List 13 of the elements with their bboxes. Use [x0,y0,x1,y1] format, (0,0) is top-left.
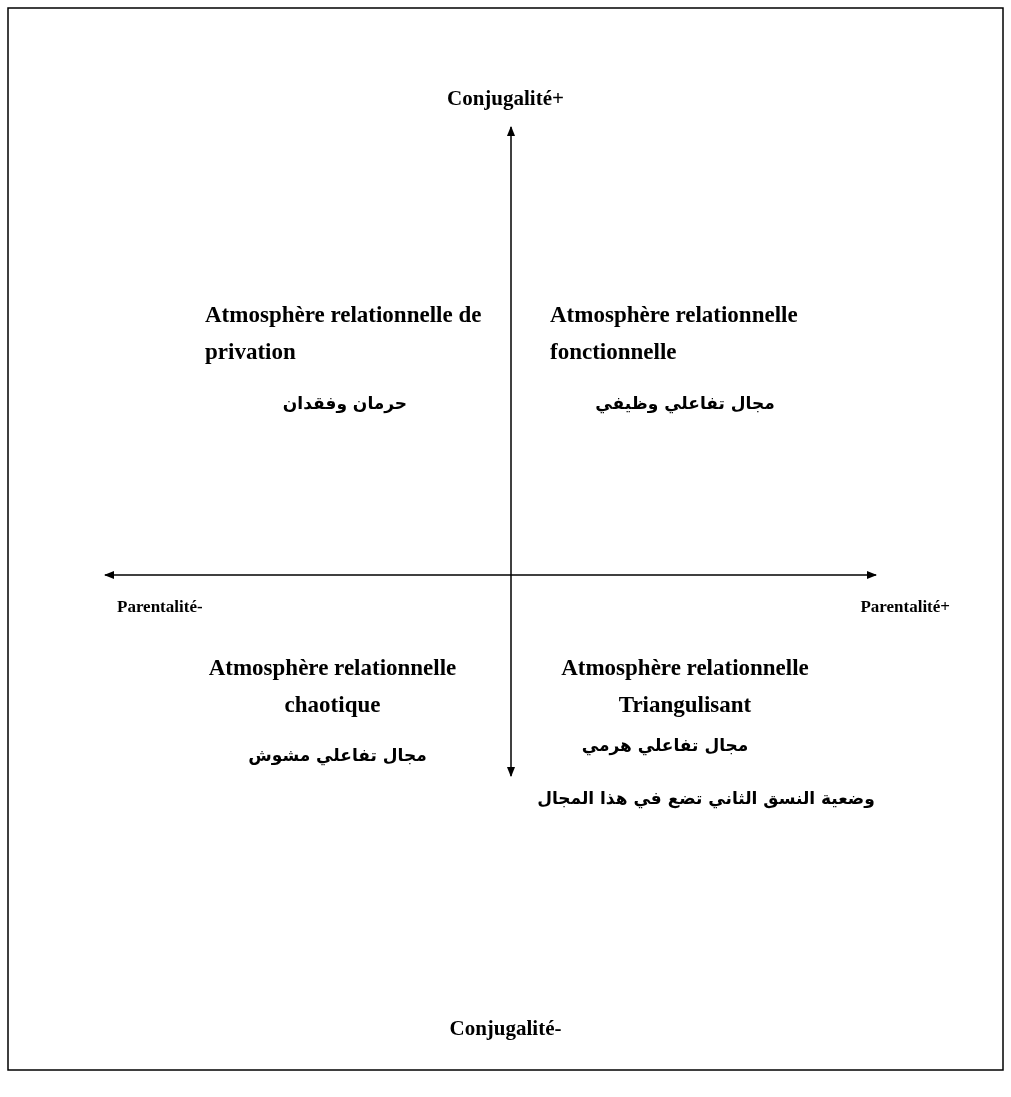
quadrant-title: Atmosphère relationnelle chaotique [208,655,457,717]
axis-label: Parentalité+ [860,597,950,616]
quadrant-subtitle: مجال تفاعلي هرمي [581,735,749,755]
note-text: وضعية النسق الثاني تضع في هذا المجال [537,788,875,808]
quadrant-subtitle: حرمان وفقدان [282,393,408,413]
axis-label: Conjugalité- [449,1016,562,1040]
quadrant-title: Atmosphère relationnelle de privation [205,302,482,364]
axis-label: Conjugalité+ [447,86,564,110]
quadrant-title: Atmosphère relationnelle Triangulisant [561,655,809,717]
quadrant-subtitle: مجال تفاعلي وظيفي [595,393,775,413]
axis-label: Parentalité- [117,597,203,616]
quadrant-title: Atmosphère relationnelle fonctionnelle [550,302,798,364]
quadrant-subtitle: مجال تفاعلي مشوش [248,745,427,765]
